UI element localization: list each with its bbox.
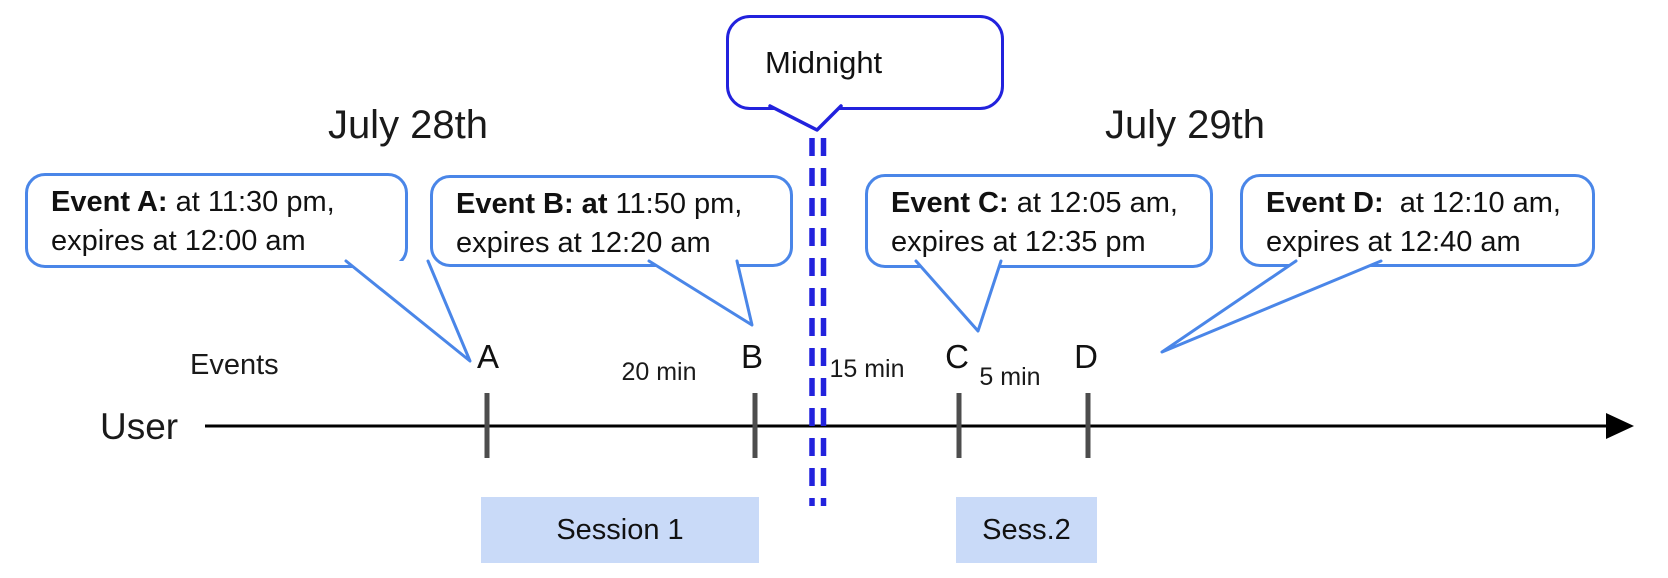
event-b-callout-pointer [647, 259, 754, 327]
gap-label-20min: 20 min [621, 358, 697, 386]
midnight-callout: Midnight [726, 15, 1004, 110]
day-label-july-29: July 29th [1104, 103, 1266, 147]
user-axis-label: User [100, 406, 179, 447]
day-label-july-28: July 28th [327, 103, 489, 147]
tick-label-b: B [740, 338, 763, 375]
event-c-line2: expires at 12:35 pm [891, 226, 1146, 258]
event-c-callout-pointer [914, 259, 1003, 333]
event-a-callout: Event A: at 11:30 pm, expires at 12:00 a… [25, 173, 408, 268]
event-d-line1: Event D: at 12:10 am, [1266, 184, 1592, 223]
event-c-line1: Event C: at 12:05 am, [891, 184, 1210, 223]
event-a-line1: Event A: at 11:30 pm, [51, 183, 405, 222]
event-c-callout: Event C: at 12:05 am, expires at 12:35 p… [865, 174, 1213, 268]
tick-label-a: A [476, 338, 499, 375]
session-1-label: Session 1 [556, 513, 684, 546]
event-d-callout: Event D: at 12:10 am, expires at 12:40 a… [1240, 174, 1595, 267]
session-1-box: Session 1 [481, 497, 759, 563]
event-d-line2: expires at 12:40 am [1266, 226, 1521, 258]
event-d-time: at 12:10 am, [1383, 187, 1561, 219]
session-2-label: Sess.2 [982, 513, 1071, 546]
timeline-arrowhead-icon [1606, 413, 1634, 439]
event-c-title: Event C: [891, 187, 1009, 219]
event-a-line2: expires at 12:00 am [51, 225, 306, 257]
event-c-time: at 12:05 am, [1008, 187, 1178, 219]
event-b-time: 11:50 pm, [607, 188, 743, 220]
tick-label-c: C [945, 338, 969, 375]
session-2-box: Sess.2 [956, 497, 1097, 563]
event-a-callout-pointer [344, 259, 472, 363]
event-b-line2: expires at 12:20 am [456, 227, 711, 259]
gap-label-5min: 5 min [979, 363, 1041, 391]
gap-label-15min: 15 min [829, 355, 905, 383]
event-d-callout-pointer [1160, 259, 1383, 354]
event-a-title: Event A: [51, 186, 168, 218]
events-axis-label: Events [190, 349, 279, 381]
event-d-title: Event D: [1266, 187, 1384, 219]
midnight-label: Midnight [765, 44, 883, 80]
event-b-title: Event B: at [456, 188, 608, 220]
tick-label-d: D [1074, 338, 1098, 375]
event-a-time: at 11:30 pm, [167, 186, 335, 218]
event-b-line1: Event B: at 11:50 pm, [456, 185, 790, 224]
event-b-callout: Event B: at 11:50 pm, expires at 12:20 a… [430, 175, 793, 267]
